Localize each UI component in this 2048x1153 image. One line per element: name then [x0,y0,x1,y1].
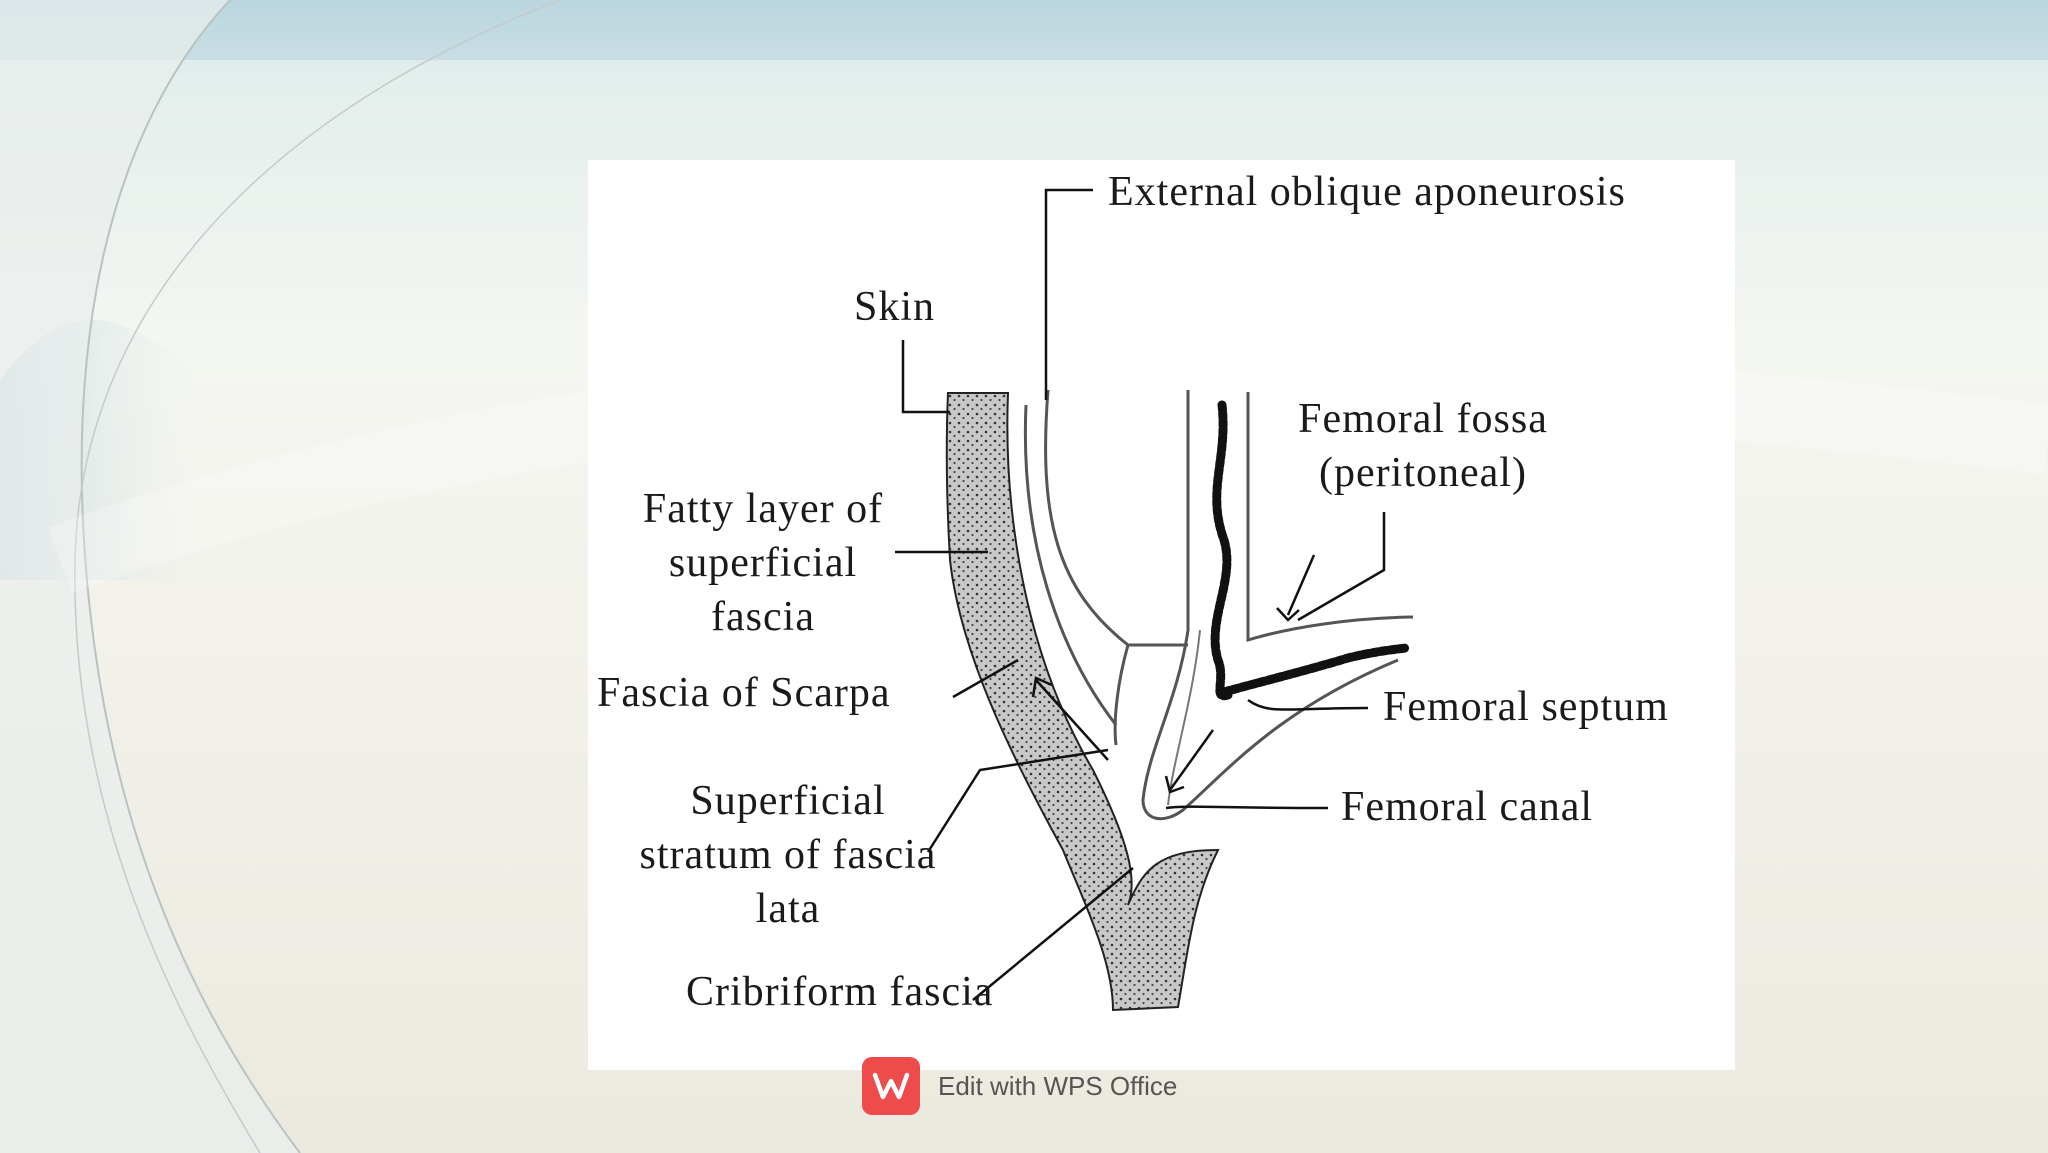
wps-watermark-text: Edit with WPS Office [938,1070,1178,1101]
label-femoral-septum: Femoral septum [1383,684,1669,730]
label-femoral-fossa-2: (peritoneal) [1319,450,1527,496]
label-fascia-of-scarpa: Fascia of Scarpa [597,670,891,716]
label-superficial-stratum-1: Superficial [690,778,886,824]
label-superficial-stratum-2: stratum of fascia [639,832,937,878]
external-oblique-sheet [1044,389,1188,647]
leader-lines [895,188,1386,1001]
label-femoral-fossa-1: Femoral fossa [1298,396,1548,442]
wps-logo-icon [862,1057,920,1115]
scarpa-fascia-line [1023,404,1118,726]
wps-watermark[interactable]: Edit with WPS Office [862,1057,1177,1115]
label-cribriform-fascia: Cribriform fascia [686,969,994,1015]
fossa-arrow [1286,554,1316,616]
peritoneum-right-wall [1246,392,1414,643]
label-external-oblique: External oblique aponeurosis [1108,169,1626,215]
label-femoral-canal: Femoral canal [1341,784,1594,830]
label-fatty-layer-1: Fatty layer of [642,486,884,532]
septum-connector [1113,644,1130,746]
diagram-panel: External oblique aponeurosis Skin Fatty … [588,160,1735,1070]
label-fatty-layer-2: superficial [668,540,858,586]
label-fatty-layer-3: fascia [711,594,815,640]
label-skin: Skin [854,284,936,330]
scarpa-arrow [1035,679,1109,761]
fatty-layer-band [945,392,1220,1012]
femoral-septum-horizontal [1219,643,1411,697]
canal-arrow [1168,729,1215,791]
femoral-region-diagram [895,188,1414,1012]
femoral-septum-vertical [1210,400,1233,701]
peritoneum-left-wall [1141,390,1399,821]
label-superficial-stratum-3: lata [755,886,821,932]
